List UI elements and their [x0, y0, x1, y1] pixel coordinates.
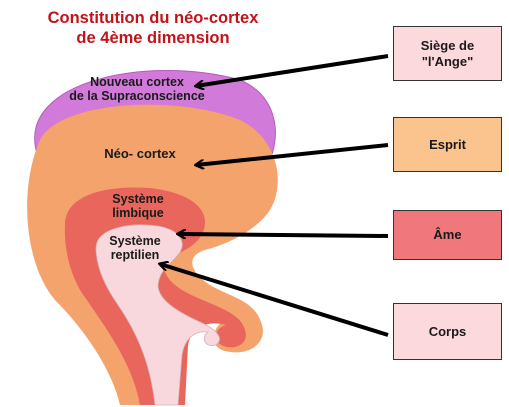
box-corps: Corps	[393, 303, 502, 360]
box-siege-ange-label: Siège de "l'Ange"	[421, 38, 474, 70]
box-ame: Âme	[393, 210, 502, 260]
arrow-ame	[178, 234, 388, 236]
label-supraconscience: Nouveau cortex de la Supraconscience	[42, 75, 232, 103]
label-reptilian: Système reptilien	[95, 234, 175, 262]
box-esprit-label: Esprit	[429, 137, 466, 153]
label-neo-cortex: Néo- cortex	[80, 147, 200, 161]
box-esprit: Esprit	[393, 117, 502, 172]
box-corps-label: Corps	[429, 324, 467, 340]
box-siege-ange: Siège de "l'Ange"	[393, 26, 502, 81]
box-ame-label: Âme	[433, 227, 461, 243]
label-limbic: Système limbique	[98, 192, 178, 220]
